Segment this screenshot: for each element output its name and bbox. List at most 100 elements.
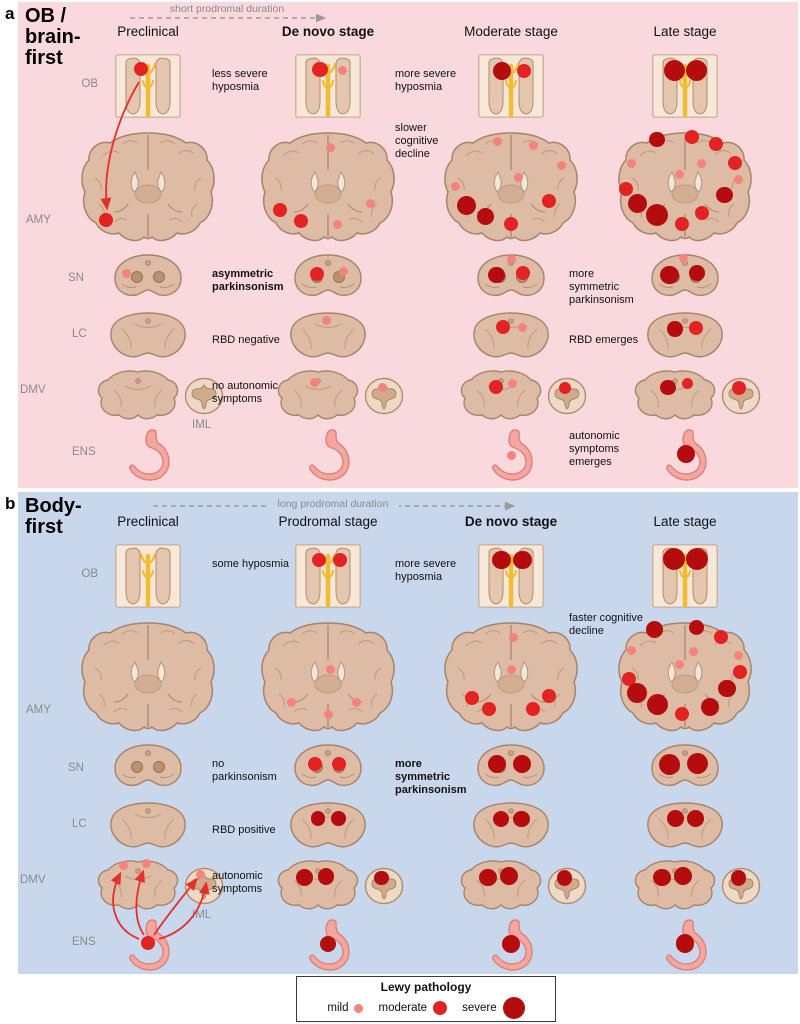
stomach-ens-illustration bbox=[666, 429, 707, 481]
ens-section bbox=[125, 428, 171, 482]
lewy-dot-mild bbox=[627, 646, 637, 656]
stomach-ens-illustration bbox=[666, 919, 707, 971]
lewy-dot-severe bbox=[488, 266, 505, 284]
lewy-dot-moderate bbox=[728, 156, 743, 171]
row-label-lc: LC bbox=[72, 328, 87, 340]
ens-section bbox=[662, 428, 708, 482]
lewy-dot-mild bbox=[509, 633, 519, 643]
lewy-dot-mild bbox=[492, 137, 502, 147]
lewy-dot-moderate bbox=[681, 377, 693, 389]
annotation-sn: no parkinsonism bbox=[212, 758, 277, 784]
lewy-dot-mild bbox=[627, 158, 637, 168]
dmv-section bbox=[457, 858, 545, 912]
spinal-cord-iml-illustration bbox=[184, 377, 224, 415]
row-label-ob: OB bbox=[81, 568, 98, 580]
legend-item-moderate: moderate bbox=[378, 1001, 448, 1015]
lewy-dot-mild bbox=[674, 170, 684, 180]
lewy-dot-moderate bbox=[732, 381, 746, 395]
annotation-lc: RBD emerges bbox=[569, 334, 639, 346]
ens-section bbox=[662, 918, 708, 972]
lewy-dot-mild bbox=[351, 698, 361, 708]
panel-index-label-b: b bbox=[5, 494, 16, 513]
lewy-dot-mild bbox=[688, 647, 698, 657]
lewy-dot-severe bbox=[331, 811, 346, 827]
ob-illustration bbox=[295, 54, 361, 118]
lewy-dot-severe bbox=[310, 811, 326, 827]
lc-section bbox=[287, 310, 369, 362]
lewy-dot-severe bbox=[663, 548, 686, 571]
lewy-dot-severe bbox=[688, 619, 704, 635]
midbrain-sn-illustration bbox=[294, 254, 362, 297]
lewy-dot-severe bbox=[499, 867, 518, 886]
lewy-dot-mild bbox=[287, 698, 297, 708]
row-label-dmv: DMV bbox=[20, 874, 46, 886]
lewy-dot-mild bbox=[506, 665, 516, 675]
annotation-sn: more symmetric parkinsonism bbox=[569, 268, 634, 307]
sn-section bbox=[647, 252, 723, 300]
lewy-dot-mild bbox=[365, 198, 375, 208]
lewy-dot-moderate bbox=[310, 267, 325, 282]
row-label-ens: ENS bbox=[72, 936, 96, 948]
row-label-iml: IML bbox=[192, 419, 212, 431]
midbrain-sn-illustration bbox=[114, 744, 182, 787]
lewy-dot-mild bbox=[506, 255, 516, 265]
row-label-amy: AMY bbox=[26, 214, 51, 226]
lc-section bbox=[107, 310, 189, 362]
ob-section bbox=[478, 54, 544, 118]
lewy-dot-severe bbox=[492, 810, 510, 827]
annotation-brain: faster cognitive decline bbox=[569, 612, 643, 638]
stage-header: De novo stage bbox=[464, 514, 558, 529]
annotation-sn: more symmetric parkinsonism bbox=[395, 758, 467, 797]
row-label-sn: SN bbox=[68, 272, 84, 284]
lewy-dot-moderate bbox=[488, 379, 503, 394]
panel-title-line: brain- bbox=[25, 26, 81, 48]
lc-section bbox=[470, 800, 552, 852]
lewy-dot-severe bbox=[686, 753, 708, 775]
annotation-ob: less severe hyposmia bbox=[212, 68, 268, 94]
annotation-ens: autonomic symptoms emerges bbox=[569, 430, 620, 469]
stage-header: Late stage bbox=[653, 514, 717, 529]
iml-section bbox=[364, 866, 404, 906]
stage-header: De novo stage bbox=[281, 24, 375, 39]
lewy-dot-severe bbox=[513, 810, 530, 827]
lewy-dot-mild bbox=[697, 158, 707, 168]
lewy-dot-mild bbox=[321, 315, 331, 325]
lewy-dot-severe bbox=[646, 694, 668, 716]
ob-section bbox=[652, 54, 718, 118]
brain-section bbox=[441, 620, 581, 738]
ens-section bbox=[305, 918, 351, 972]
lc-section bbox=[644, 310, 726, 362]
pons-lc-illustration bbox=[473, 312, 549, 358]
dmv-section bbox=[274, 858, 362, 912]
sn-section bbox=[473, 742, 549, 790]
lewy-dot-moderate bbox=[559, 382, 571, 394]
coronal-brain-illustration bbox=[81, 622, 215, 732]
lewy-dot-severe bbox=[701, 698, 720, 717]
lewy-dot-severe bbox=[667, 320, 684, 337]
lewy-dot-moderate bbox=[331, 757, 346, 772]
lewy-dot-mild bbox=[507, 450, 517, 460]
lc-section bbox=[287, 800, 369, 852]
brain-section bbox=[78, 620, 218, 738]
midbrain-sn-illustration bbox=[477, 744, 545, 787]
lewy-dot-severe bbox=[686, 59, 708, 81]
lewy-dot-severe bbox=[477, 207, 495, 225]
annotation-brain: slower cognitive decline bbox=[395, 122, 439, 161]
lewy-dot-severe bbox=[319, 935, 337, 953]
lewy-dot-moderate bbox=[273, 203, 288, 218]
iml-section bbox=[364, 376, 404, 416]
lewy-dot-severe bbox=[513, 755, 532, 773]
lewy-dot-severe bbox=[666, 810, 684, 828]
lewy-dot-severe bbox=[660, 265, 680, 285]
stage-header: Moderate stage bbox=[464, 24, 558, 39]
dmv-section bbox=[457, 368, 545, 422]
lewy-dot-severe bbox=[502, 934, 520, 953]
lewy-dot-mild bbox=[674, 660, 684, 670]
medulla-dmv-illustration bbox=[460, 370, 542, 420]
annotation-lc: RBD negative bbox=[212, 334, 280, 346]
lewy-dot-mild bbox=[338, 266, 348, 276]
lewy-dot-severe bbox=[513, 550, 533, 570]
brain-section bbox=[258, 620, 398, 738]
